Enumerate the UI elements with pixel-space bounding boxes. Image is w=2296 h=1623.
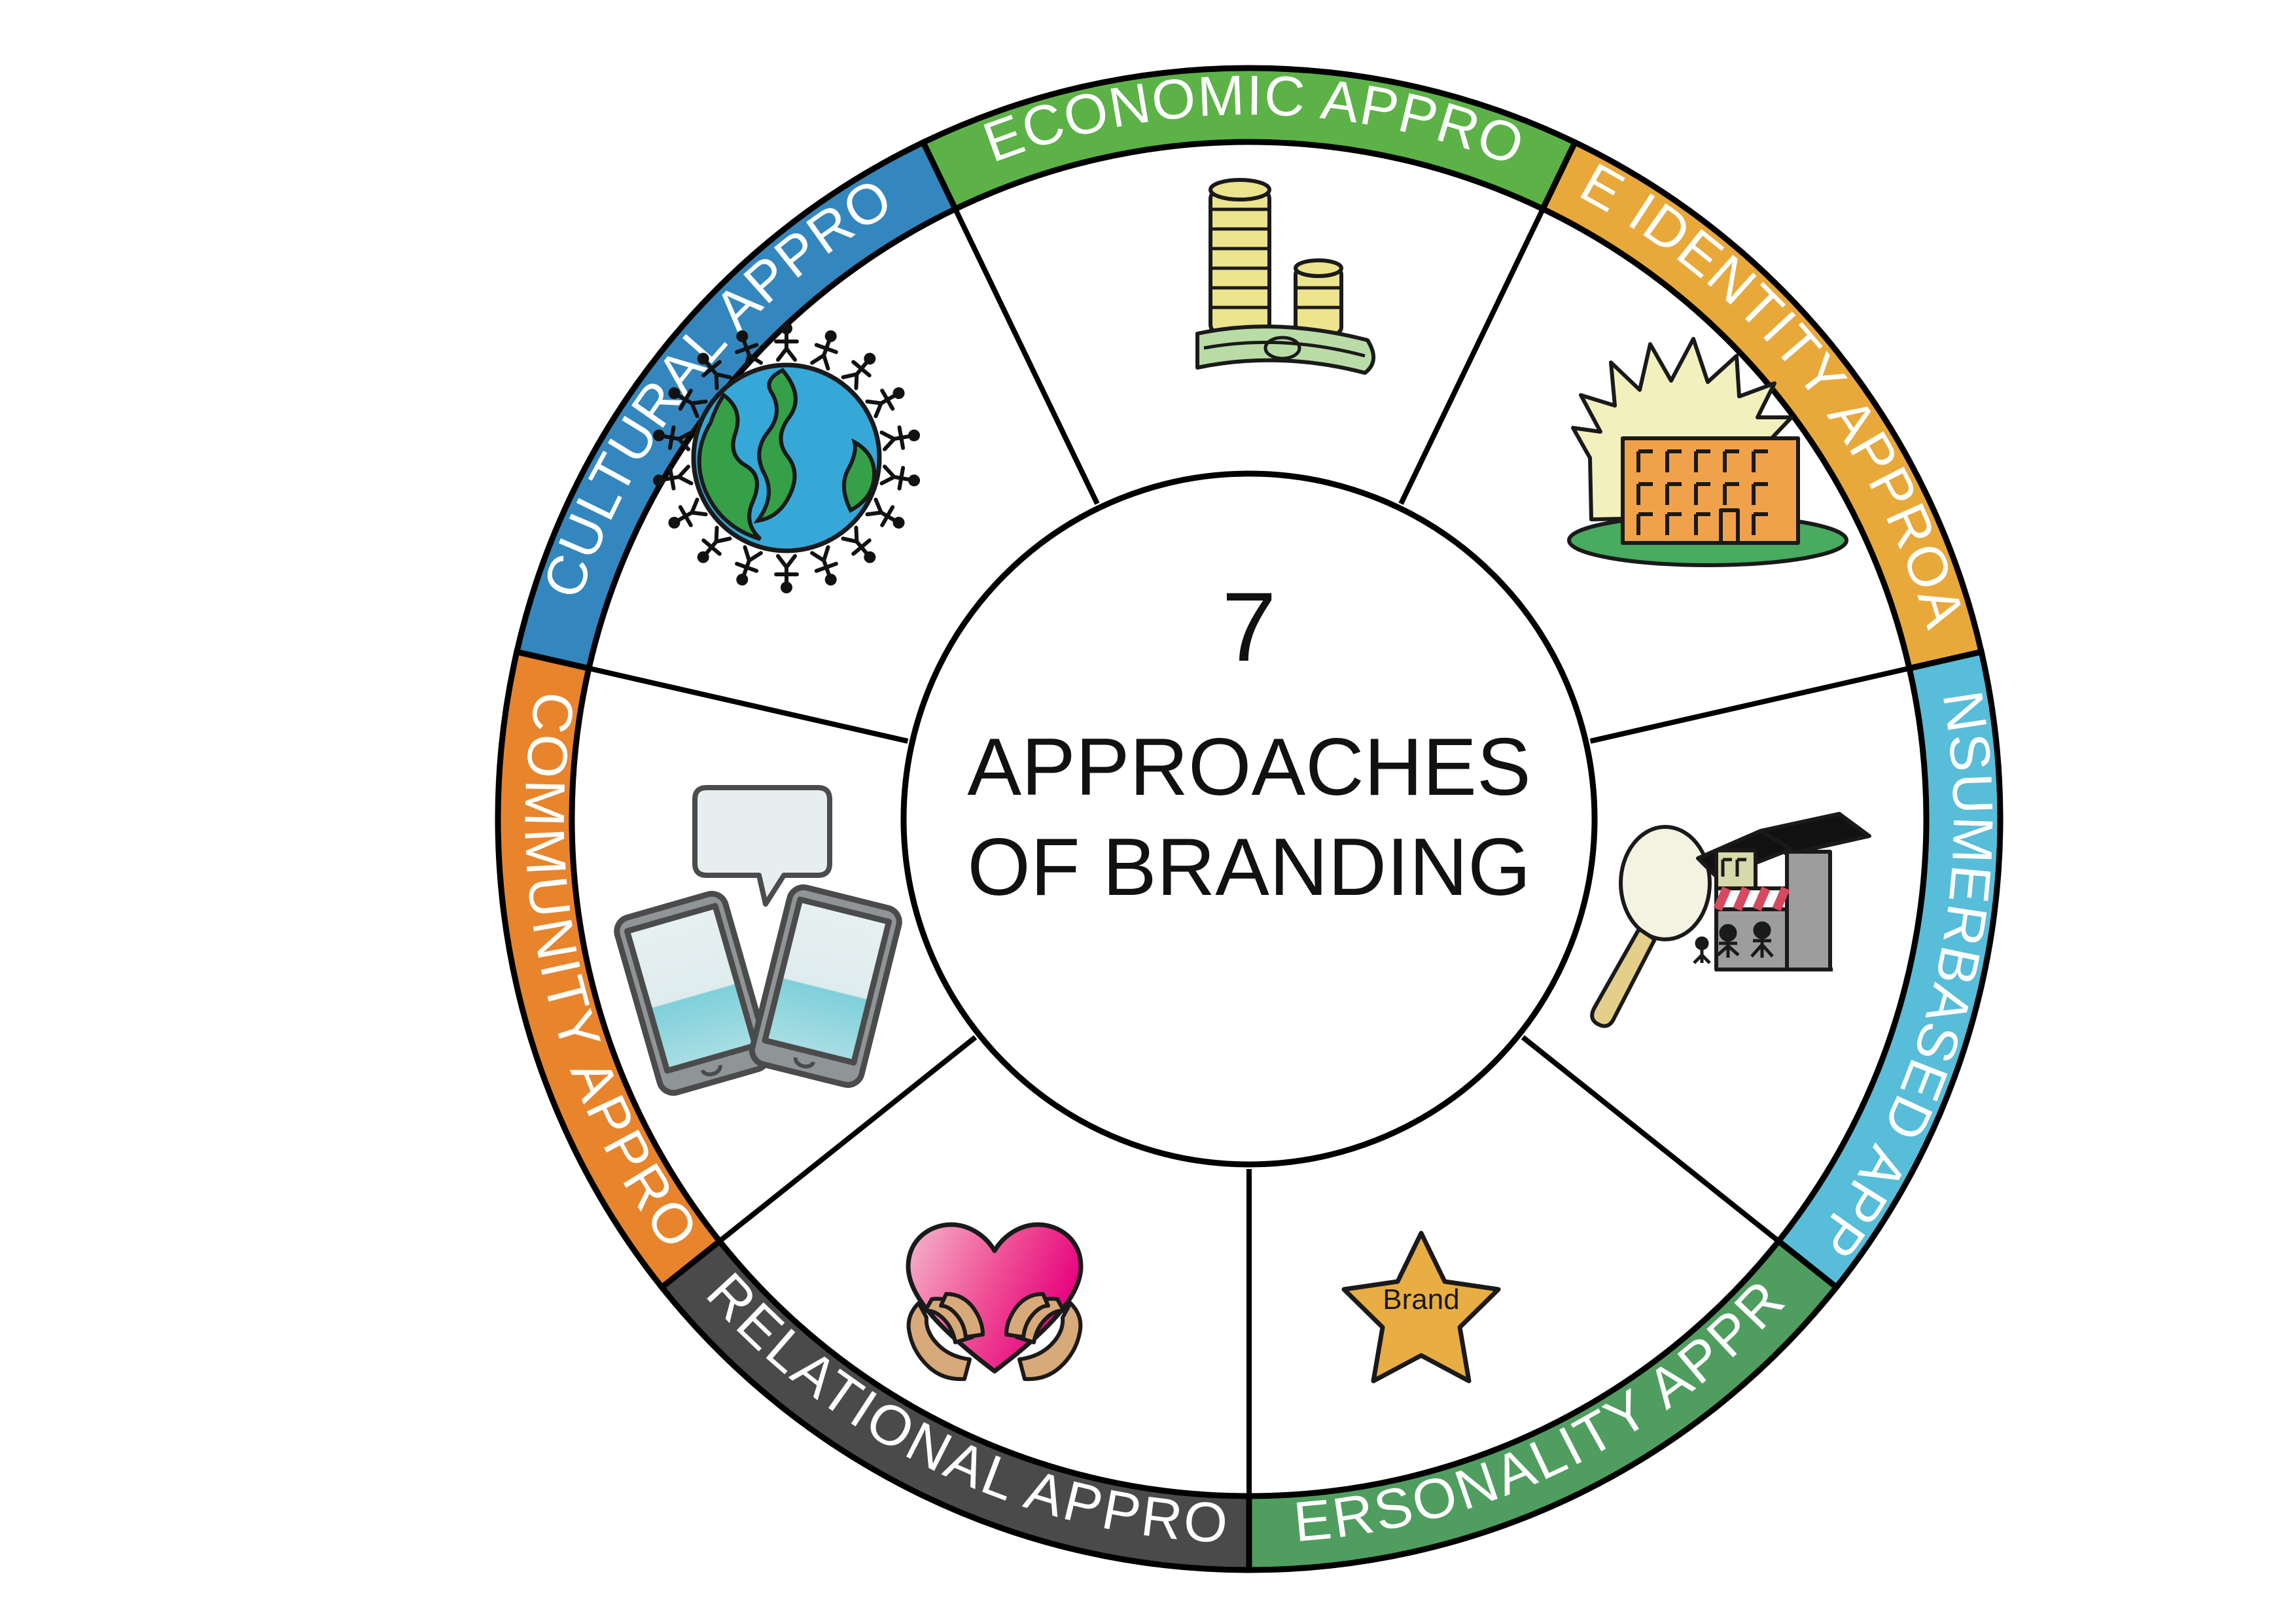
stick-person xyxy=(879,425,921,451)
globe-with-people-icon xyxy=(652,323,921,593)
center-number: 7 xyxy=(1222,572,1276,682)
stick-person xyxy=(879,464,921,491)
center-title-line-1: APPROACHES xyxy=(967,722,1530,812)
stick-person xyxy=(652,464,694,491)
office-building-burst-icon xyxy=(1567,337,1848,567)
ring-label-economic: THE ECONOMIC APPROACH xyxy=(0,0,1534,181)
hub-circle xyxy=(900,470,1598,1168)
stick-person xyxy=(774,554,799,593)
hands-holding-heart-icon xyxy=(906,1222,1084,1382)
stick-person xyxy=(697,353,732,391)
stick-person xyxy=(697,525,732,563)
stick-person xyxy=(652,425,694,451)
stick-person xyxy=(735,330,763,371)
ring-label-community: THE COMMUNITY APPROACH xyxy=(0,0,711,1261)
spoke-divider-consumerbased xyxy=(1589,665,1910,744)
ring-segment-cultural[interactable] xyxy=(513,138,960,672)
ring-segments xyxy=(495,65,2004,1573)
smartphones-chat-icon xyxy=(614,785,902,1096)
stick-person xyxy=(865,497,905,529)
stick-person xyxy=(865,387,905,419)
brand-star-icon: Brand xyxy=(1341,1230,1501,1384)
spoke-divider-cultural xyxy=(588,665,909,744)
stick-person xyxy=(810,545,838,586)
stick-person xyxy=(735,545,763,586)
stick-person xyxy=(841,353,876,391)
stick-person xyxy=(810,330,838,371)
stick-person xyxy=(668,497,708,529)
stick-person xyxy=(668,387,708,419)
stick-person xyxy=(774,323,799,362)
stick-person xyxy=(841,525,876,563)
coins-and-banknotes-icon xyxy=(1195,178,1375,375)
brand-star-caption: Brand xyxy=(1383,1283,1459,1316)
center-title-line-2: OF BRANDING xyxy=(967,822,1530,913)
spoke-divider-identity xyxy=(1398,207,1545,505)
spoke-divider-community xyxy=(718,1035,978,1244)
spoke-divider-economic xyxy=(953,207,1100,505)
spoke-divider-personality xyxy=(1521,1035,1780,1244)
magnifier-and-shop-icon xyxy=(1590,812,1871,1028)
spoke-dividers xyxy=(588,207,1910,1496)
